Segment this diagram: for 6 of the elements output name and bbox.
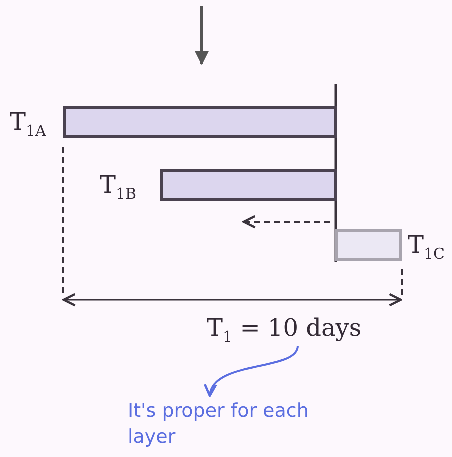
handwritten-note: It's proper for each layer xyxy=(128,399,310,450)
task-label: T$_{1A}$ xyxy=(10,108,46,142)
arrow xyxy=(206,346,299,398)
task-label: T$_{1C}$ xyxy=(408,231,446,265)
duration-label: T$_{1}$ = 10 days xyxy=(207,314,362,348)
task-label: T$_{1B}$ xyxy=(100,171,137,205)
